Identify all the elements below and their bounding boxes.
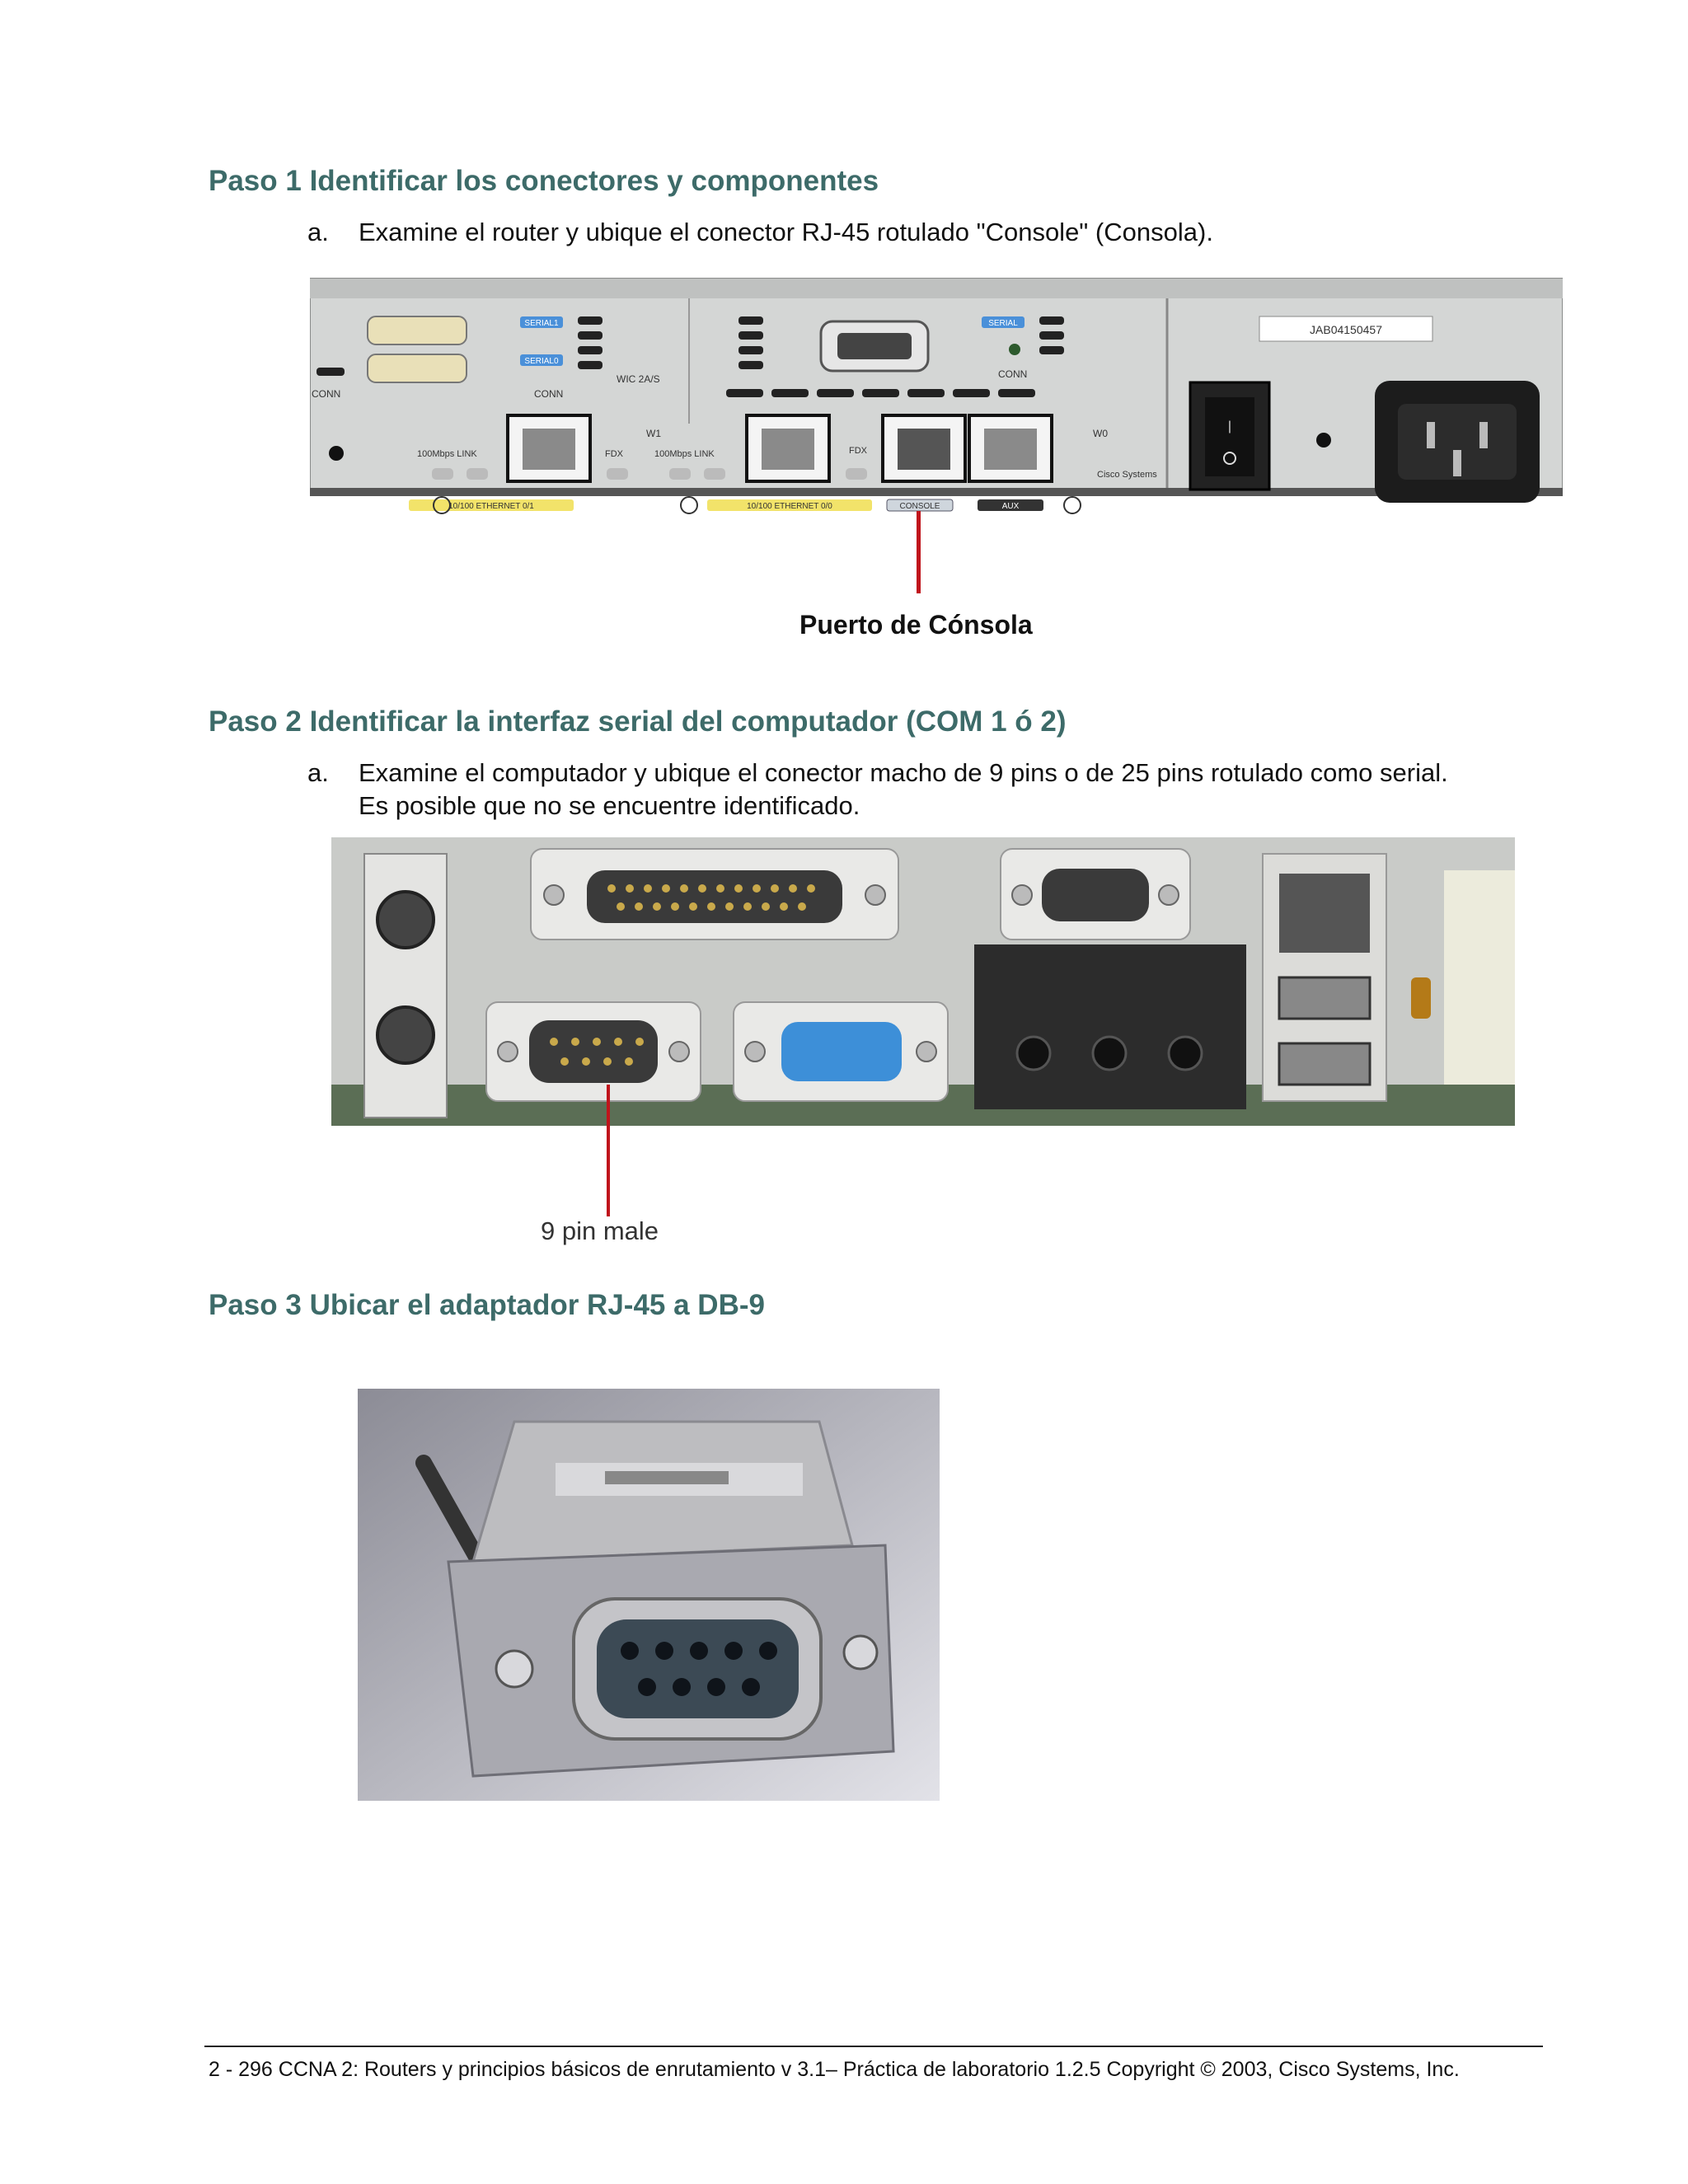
item-text: Examine el router y ubique el conector R… [359, 218, 1213, 246]
step-3-title: Paso 3 Ubicar el adaptador RJ-45 a DB-9 [209, 1289, 765, 1321]
svg-text:CONN: CONN [534, 388, 563, 400]
svg-text:CONSOLE: CONSOLE [900, 502, 940, 511]
footer-divider [204, 2046, 1543, 2047]
svg-text:FDX: FDX [605, 449, 624, 459]
serial-callout-line-lower [607, 1129, 610, 1216]
step-2-title: Paso 2 Identificar la interfaz serial de… [209, 705, 1067, 738]
rj45-db9-adapter-image [358, 1389, 940, 1801]
svg-text:WIC 2A/S: WIC 2A/S [617, 373, 660, 385]
svg-text:SERIAL0: SERIAL0 [524, 357, 559, 366]
step-2-item-a: a. Examine el computador y ubique el cone… [307, 757, 1448, 823]
svg-text:SERIAL: SERIAL [988, 319, 1018, 328]
svg-text:Cisco Systems: Cisco Systems [1097, 470, 1157, 480]
item-marker: a. [307, 218, 329, 246]
svg-text:|: | [1228, 419, 1231, 434]
page-footer: 2 - 296 CCNA 2: Routers y principios bás… [209, 2058, 1460, 2081]
svg-text:JAB04150457: JAB04150457 [1310, 323, 1382, 336]
svg-text:100Mbps LINK: 100Mbps LINK [654, 449, 715, 459]
svg-text:10/100 ETHERNET 0/0: 10/100 ETHERNET 0/0 [747, 502, 832, 511]
svg-text:AUX: AUX [1002, 502, 1020, 511]
step-1-item-a: a. Examine el router y ubique el conector… [307, 216, 1213, 249]
svg-text:100Mbps LINK: 100Mbps LINK [417, 449, 477, 459]
svg-text:SERIAL1: SERIAL1 [524, 319, 559, 328]
pc-connectors-illustration [331, 837, 1515, 1129]
svg-text:W1: W1 [646, 428, 661, 439]
console-callout-line-lower [917, 536, 921, 593]
serial-port-caption: 9 pin male [541, 1216, 659, 1245]
svg-text:W0: W0 [1093, 428, 1108, 439]
console-port-caption: Puerto de Cónsola [799, 610, 1033, 640]
svg-text:10/100 ETHERNET 0/1: 10/100 ETHERNET 0/1 [448, 502, 534, 511]
svg-text:FDX: FDX [849, 446, 868, 456]
item-text-line-1: Examine el computador y ubique el conect… [359, 758, 1448, 787]
step-1-title: Paso 1 Identificar los conectores y comp… [209, 165, 879, 197]
serial-callout-line [607, 1085, 610, 1129]
router-illustration: SERIAL1 SERIAL0 CONN CONN WIC 2A/S SERIA… [310, 275, 1563, 536]
item-marker: a. [307, 758, 329, 787]
item-text-line-2: Es posible que no se encuentre identific… [359, 791, 860, 820]
router-rear-panel-image: SERIAL1 SERIAL0 CONN CONN WIC 2A/S SERIA… [310, 275, 1563, 536]
svg-text:CONN: CONN [312, 388, 340, 400]
adapter-illustration [358, 1389, 940, 1801]
svg-text:CONN: CONN [998, 368, 1027, 380]
console-callout-line [917, 511, 921, 536]
pc-rear-panel-image [331, 837, 1515, 1129]
